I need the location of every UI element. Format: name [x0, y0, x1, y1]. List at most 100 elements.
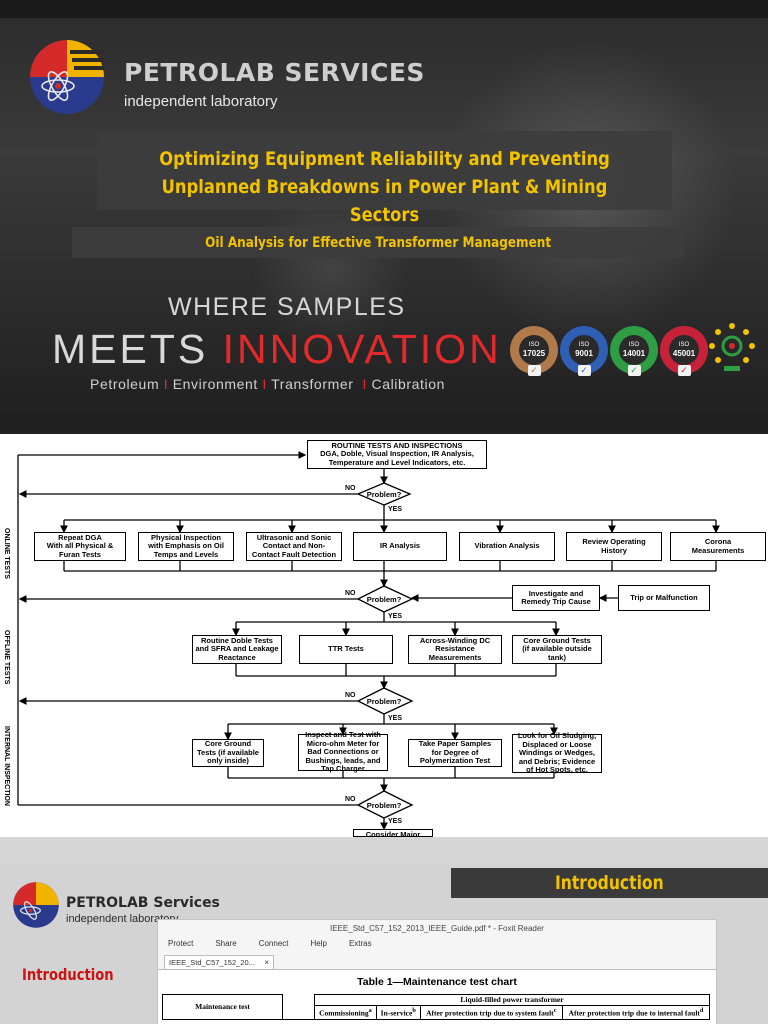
decision-problem-2: Problem? [366, 595, 402, 604]
intro-header: Introduction [451, 868, 768, 898]
service-item: Environment [172, 376, 258, 392]
badge-number: 9001 [575, 349, 593, 358]
reader-menu: Protect Share Connect Help Extras [168, 939, 372, 948]
badge-number: 45001 [672, 349, 696, 358]
decision-problem-4: Problem? [366, 801, 402, 810]
table-col-header: After protection trip due to system faul… [419, 1005, 563, 1020]
internal-test-box: Core Ground Tests (if available only ins… [192, 739, 264, 767]
no-label: NO [345, 692, 356, 699]
reader-title: IEEE_Std_C57_152_2013_IEEE_Guide.pdf * -… [330, 924, 544, 933]
service-item: Calibration [371, 376, 446, 392]
table-col-header: In-serviceb [375, 1005, 421, 1020]
service-item: Transformer [271, 376, 354, 392]
document-tab-label: IEEE_Std_C57_152_20... [169, 958, 255, 967]
investigate-box: Investigate and Remedy Trip Cause [512, 585, 600, 611]
yes-label: YES [388, 613, 403, 620]
table-col-header: After protection trip due to internal fa… [561, 1005, 711, 1020]
petrolab-logo-icon [30, 40, 104, 114]
subheadline-box: Oil Analysis for Effective Transformer M… [72, 227, 684, 258]
routine-tests-box: ROUTINE TESTS AND INSPECTIONS DGA, Doble… [307, 440, 487, 469]
top-strip [0, 837, 768, 865]
brand-name: PETROLAB Services [66, 895, 220, 911]
online-test-box: Review Operating History [566, 532, 662, 561]
offline-test-box: TTR Tests [299, 635, 393, 664]
lab-glassware-backdrop [250, 190, 410, 350]
no-label: NO [345, 485, 356, 492]
online-test-box: Corona Measurements [670, 532, 766, 561]
table-col-header: Commissioninga [314, 1005, 377, 1020]
subheadline: Oil Analysis for Effective Transformer M… [205, 235, 551, 251]
menu-extras[interactable]: Extras [348, 939, 372, 948]
online-test-box: IR Analysis [353, 532, 447, 561]
badge-number: 14001 [622, 349, 646, 358]
yes-label: YES [388, 715, 403, 722]
intro-header-title: Introduction [555, 872, 664, 894]
flowchart-slide: ROUTINE TESTS AND INSPECTIONS DGA, Doble… [0, 434, 768, 837]
headline-line-1: Optimizing Equipment Reliability and Pre… [159, 148, 610, 170]
table-row-header: Maintenance test [162, 994, 283, 1020]
menu-help[interactable]: Help [310, 939, 327, 948]
online-test-box: Ultrasonic and Sonic Contact and Non- Co… [246, 532, 342, 561]
yes-label: YES [388, 506, 403, 513]
brand-subtitle: independent laboratory [66, 913, 179, 925]
check-icon: ✓ [677, 365, 691, 376]
document-tab[interactable]: IEEE_Std_C57_152_20... × [164, 955, 274, 969]
badge-label: ISO [678, 342, 690, 348]
sun-emblem-icon [709, 323, 755, 371]
brand-name: PETROLAB SERVICES [124, 58, 425, 87]
document-page: Table 1—Maintenance test chart Maintenan… [158, 969, 716, 1024]
brand-subtitle: independent laboratory [124, 93, 278, 110]
offline-test-box: Core Ground Tests (if available outside … [512, 635, 602, 664]
online-test-box: Physical Inspection with Emphasis on Oil… [138, 532, 234, 561]
internal-test-box: Inspect and Test with Micro-ohm Meter fo… [298, 731, 388, 773]
check-icon: ✓ [527, 365, 541, 376]
tagline-main-a: MEETS [52, 326, 223, 372]
menu-protect[interactable]: Protect [168, 939, 194, 948]
maintenance-table: Maintenance test Liquid-filled power tra… [162, 994, 711, 1020]
tagline-top: WHERE SAMPLES [168, 293, 406, 321]
side-label-internal: INTERNAL INSPECTION [3, 726, 10, 806]
menu-connect[interactable]: Connect [258, 939, 289, 948]
introduction-slide: Introduction PETROLAB Services independe… [0, 837, 768, 1024]
check-icon: ✓ [577, 365, 591, 376]
decision-problem-3: Problem? [366, 697, 402, 706]
no-label: NO [345, 796, 356, 803]
badge-label: ISO [578, 342, 590, 348]
no-label: NO [345, 590, 356, 597]
online-test-box: Repeat DGA With all Physical & Furan Tes… [34, 532, 126, 561]
headline-box: Optimizing Equipment Reliability and Pre… [97, 131, 672, 226]
side-label-offline: OFFLINE TESTS [3, 630, 10, 685]
offline-test-box: Across-Winding DC Resistance Measurement… [408, 635, 502, 664]
service-item: Petroleum [90, 376, 160, 392]
close-icon[interactable]: × [264, 958, 269, 967]
petrolab-logo-icon [13, 882, 59, 928]
decision-problem-1: Problem? [366, 490, 402, 499]
yes-label: YES [388, 818, 403, 825]
pdf-reader-window: IEEE_Std_C57_152_2013_IEEE_Guide.pdf * -… [157, 919, 717, 1024]
offline-test-box: Routine Doble Tests and SFRA and Leakage… [192, 635, 282, 664]
online-test-box: Vibration Analysis [459, 532, 555, 561]
services-list: Petroleum I Environment I Transformer I … [90, 376, 446, 392]
badge-label: ISO [528, 342, 540, 348]
final-box: Consider Major Rehabilitation or Replace… [353, 829, 433, 837]
tagline-main-b: INNOVATION [222, 326, 502, 372]
table-group-header: Liquid-filled power transformer [314, 994, 710, 1006]
tagline-main: MEETS INNOVATION [52, 326, 502, 373]
trip-box: Trip or Malfunction [618, 585, 710, 611]
check-icon: ✓ [627, 365, 641, 376]
badge-number: 17025 [522, 349, 546, 358]
internal-test-box: Take Paper Samples for Degree of Polymer… [408, 739, 502, 767]
intro-left-title: Introduction [22, 965, 114, 984]
table-title: Table 1—Maintenance test chart [357, 976, 517, 988]
menu-share[interactable]: Share [215, 939, 237, 948]
banner-slide: PETROLAB SERVICES independent laboratory… [0, 0, 768, 434]
badge-label: ISO [628, 342, 640, 348]
